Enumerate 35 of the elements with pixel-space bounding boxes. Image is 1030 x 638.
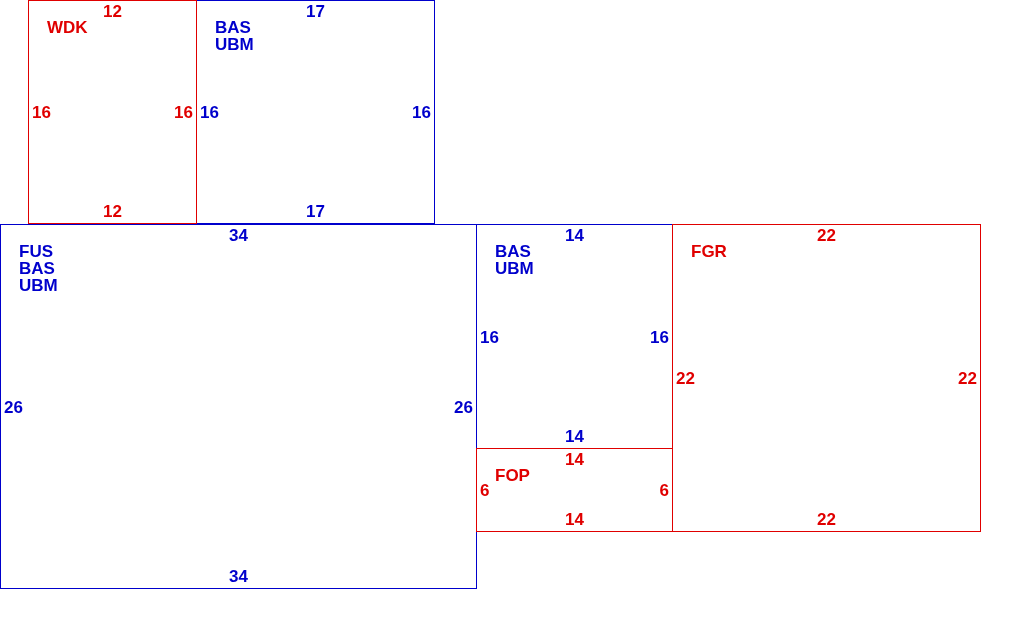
dimension-label: 16 xyxy=(174,103,193,121)
dimension-label: 26 xyxy=(454,398,473,415)
dimension-label: 22 xyxy=(958,369,977,387)
dimension-label: 26 xyxy=(4,398,23,415)
dimension-label: 17 xyxy=(306,3,325,20)
dimension-label: 14 xyxy=(565,227,584,244)
dimension-label: 22 xyxy=(817,227,836,244)
dimension-label: 14 xyxy=(565,428,584,445)
dimension-label: 6 xyxy=(659,481,669,499)
room-label: WDK xyxy=(47,19,89,36)
dimension-label: 6 xyxy=(480,481,490,499)
room-label: FOP xyxy=(495,467,531,484)
dimension-label: 16 xyxy=(480,328,499,345)
dimension-label: 12 xyxy=(103,203,122,220)
dimension-label: 34 xyxy=(229,568,248,585)
dimension-label: 22 xyxy=(676,369,695,387)
room-outline xyxy=(476,448,673,532)
room-label: BAS UBM xyxy=(495,243,535,277)
room-outline xyxy=(672,224,981,532)
dimension-label: 14 xyxy=(565,511,584,528)
room-outline xyxy=(196,0,435,224)
room-label: FUS BAS UBM xyxy=(19,243,59,294)
room-label: FGR xyxy=(691,243,728,260)
dimension-label: 12 xyxy=(103,3,122,20)
dimension-label: 22 xyxy=(817,511,836,528)
dimension-label: 16 xyxy=(32,103,51,121)
room-outline xyxy=(0,224,477,589)
room-label: BAS UBM xyxy=(215,19,255,53)
dimension-label: 16 xyxy=(412,103,431,121)
dimension-label: 17 xyxy=(306,203,325,220)
dimension-label: 16 xyxy=(200,103,219,121)
dimension-label: 34 xyxy=(229,227,248,244)
dimension-label: 14 xyxy=(565,451,584,468)
dimension-label: 16 xyxy=(650,328,669,345)
room-outline xyxy=(28,0,197,224)
